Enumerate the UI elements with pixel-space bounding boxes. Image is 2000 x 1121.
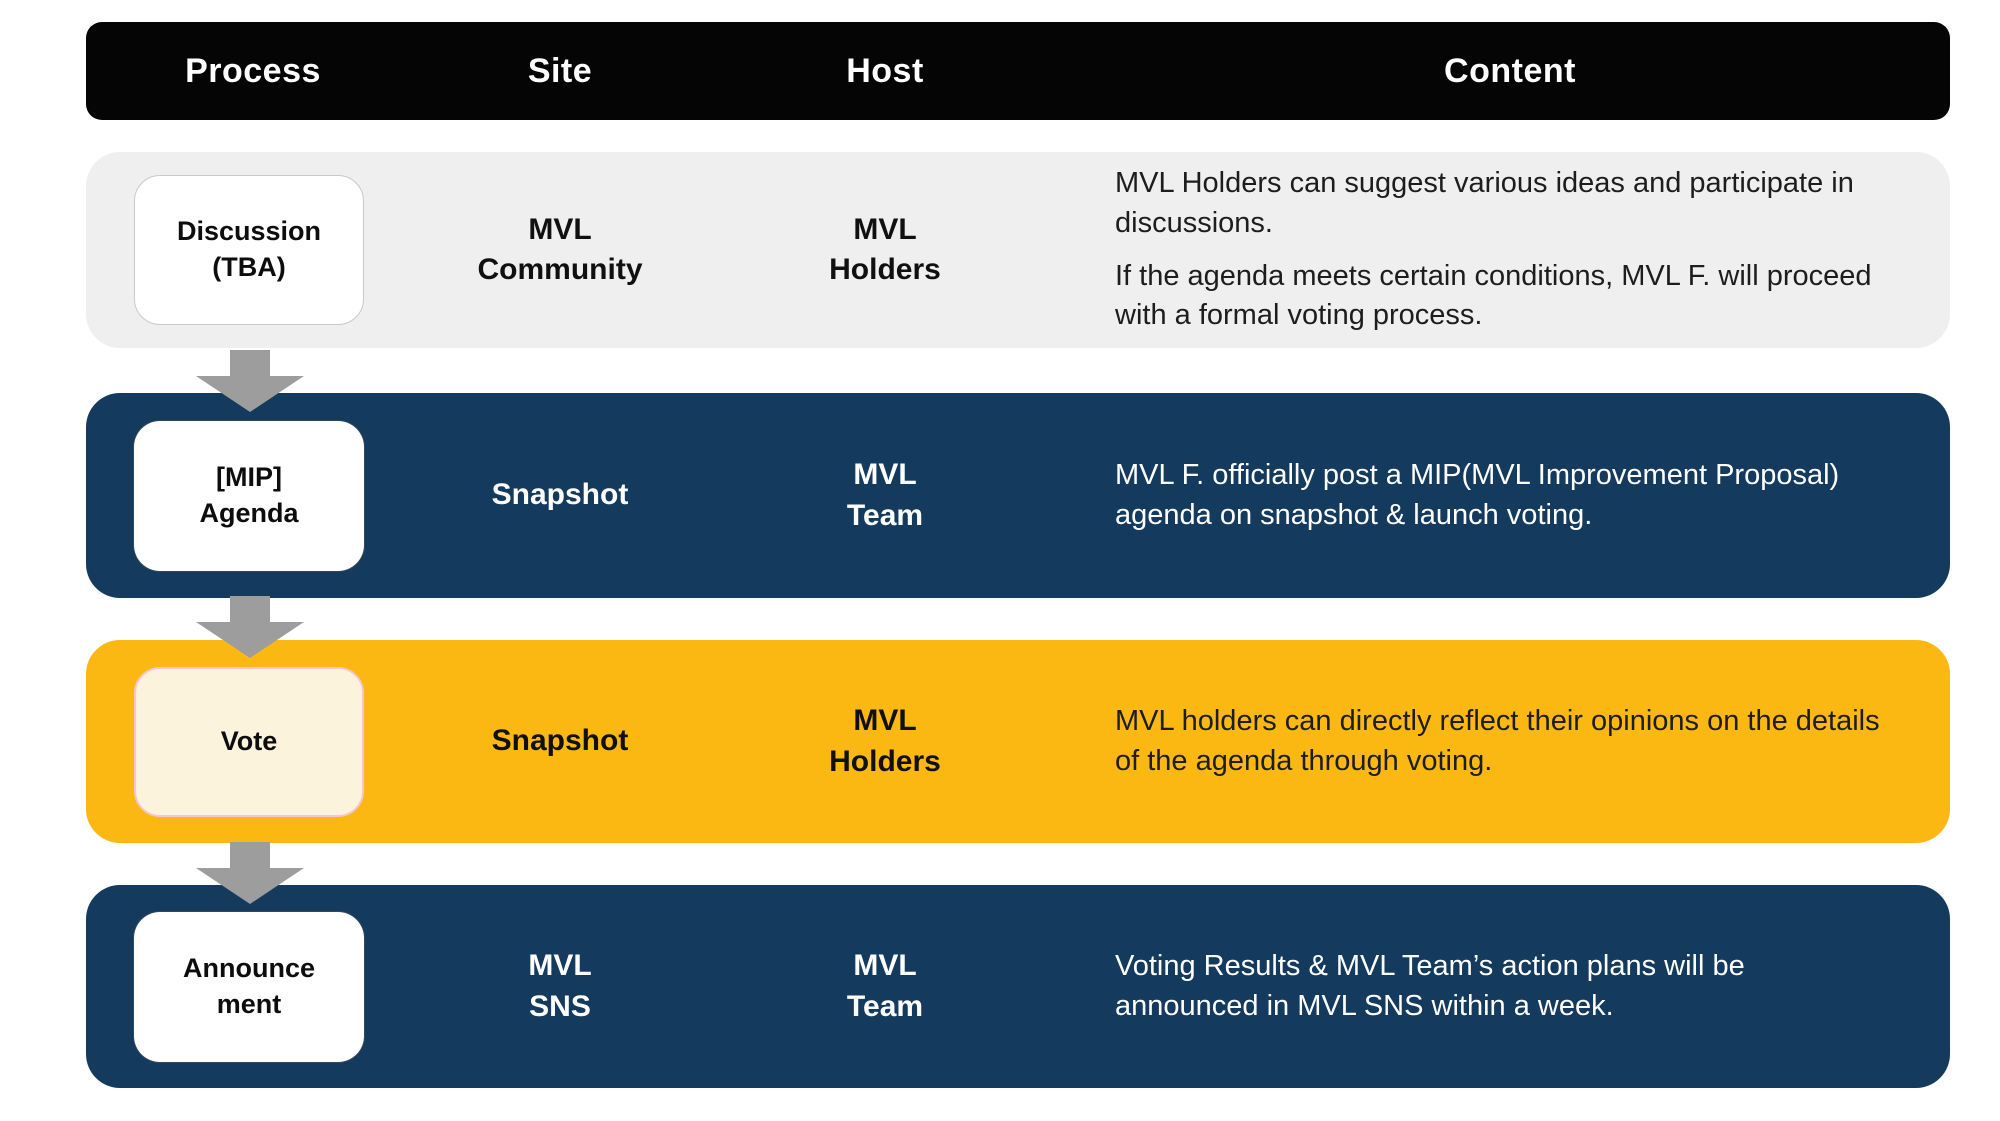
content-paragraph: MVL Holders can suggest various ideas an…	[1115, 167, 1854, 239]
host-cell: MVL Team	[846, 458, 924, 532]
content-paragraph: Voting Results & MVL Team’s action plans…	[1115, 950, 1745, 1022]
content-paragraph: MVL F. officially post a MIP(MVL Improve…	[1115, 459, 1840, 531]
arrow-down-icon	[196, 350, 304, 412]
host-cell: MVL Team	[846, 949, 924, 1023]
site-cell: MVL SNS	[528, 949, 592, 1023]
table-row-mip-agenda: [MIP] Agenda Snapshot MVL Team MVL F. of…	[86, 393, 1950, 598]
content-cell: MVL holders can directly reflect their o…	[1070, 702, 1950, 781]
column-header-site: Site	[527, 51, 593, 90]
table-row-announcement: Announce ment MVL SNS MVL Team Voting Re…	[86, 885, 1950, 1088]
arrow-down-icon	[196, 596, 304, 658]
process-badge-mip-agenda: [MIP] Agenda	[134, 420, 364, 571]
content-cell: MVL Holders can suggest various ideas an…	[1070, 164, 1950, 336]
site-cell: Snapshot	[491, 724, 629, 758]
process-badge-announcement: Announce ment	[134, 911, 364, 1062]
content-paragraph: If the agenda meets certain conditions, …	[1115, 260, 1872, 332]
column-header-process: Process	[185, 51, 321, 90]
content-cell: MVL F. officially post a MIP(MVL Improve…	[1070, 456, 1950, 535]
arrow-down-icon	[196, 842, 304, 904]
site-cell: MVL Community	[477, 212, 643, 287]
table-row-discussion: Discussion (TBA) MVL Community MVL Holde…	[86, 152, 1950, 348]
content-paragraph: MVL holders can directly reflect their o…	[1115, 705, 1880, 777]
process-badge-vote: Vote	[134, 666, 364, 817]
host-cell: MVL Holders	[829, 704, 941, 778]
site-cell: Snapshot	[491, 478, 629, 512]
table-header-bar: Process Site Host Content	[86, 22, 1950, 120]
content-cell: Voting Results & MVL Team’s action plans…	[1070, 947, 1950, 1026]
host-cell: MVL Holders	[829, 212, 941, 287]
column-header-host: Host	[846, 51, 924, 90]
table-row-vote: Vote Snapshot MVL Holders MVL holders ca…	[86, 640, 1950, 843]
column-header-content: Content	[1444, 51, 1576, 90]
process-badge-discussion: Discussion (TBA)	[134, 175, 364, 325]
